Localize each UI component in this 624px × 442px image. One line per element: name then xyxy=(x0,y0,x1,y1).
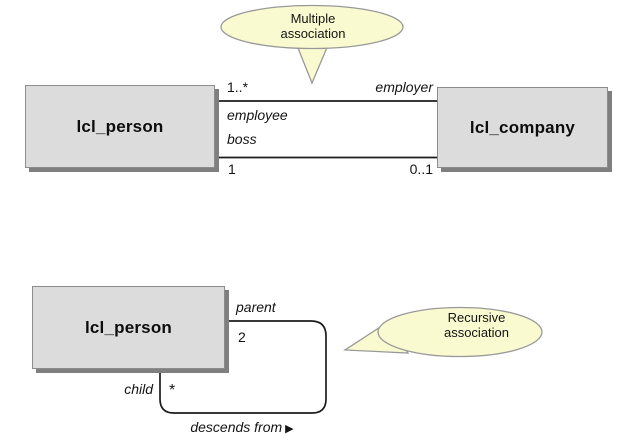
role-employer: employer xyxy=(375,79,433,95)
class-name-person-bottom: lcl_person xyxy=(84,317,173,337)
association-name-label: descends from xyxy=(190,419,283,435)
role-parent: parent xyxy=(236,299,276,315)
multiplicity-parent: 2 xyxy=(238,329,246,345)
class-box-person-top: lcl_person xyxy=(25,85,215,168)
role-child: child xyxy=(124,381,153,397)
callout-multiple-association: Multiple association xyxy=(243,11,383,41)
role-employee: employee xyxy=(227,107,288,123)
callout-recursive-line1: Recursive xyxy=(447,310,506,325)
association-name-descends-from: descends from▶ xyxy=(168,419,316,435)
multiplicity-lower-right: 0..1 xyxy=(409,161,433,177)
callout-multiple-line2: association xyxy=(280,26,346,41)
multiplicity-upper-left: 1..* xyxy=(227,79,249,95)
class-name-company: lcl_company xyxy=(469,117,576,137)
role-boss: boss xyxy=(227,131,257,147)
callout-recursive-association: Recursive association xyxy=(405,310,548,340)
class-box-person-bottom: lcl_person xyxy=(32,286,225,369)
callout-multiple-line1: Multiple xyxy=(290,11,336,26)
callout-recursive-bubble xyxy=(377,306,543,358)
class-name-person-top: lcl_person xyxy=(76,116,164,136)
multiplicity-child: * xyxy=(169,382,176,399)
callout-multiple-bubble xyxy=(220,4,404,50)
direction-arrow-icon: ▶ xyxy=(285,423,294,435)
class-box-company: lcl_company xyxy=(437,87,608,168)
recursive-association-path xyxy=(159,320,327,414)
callout-recursive-line2: association xyxy=(443,325,510,340)
multiplicity-lower-left: 1 xyxy=(228,161,236,177)
